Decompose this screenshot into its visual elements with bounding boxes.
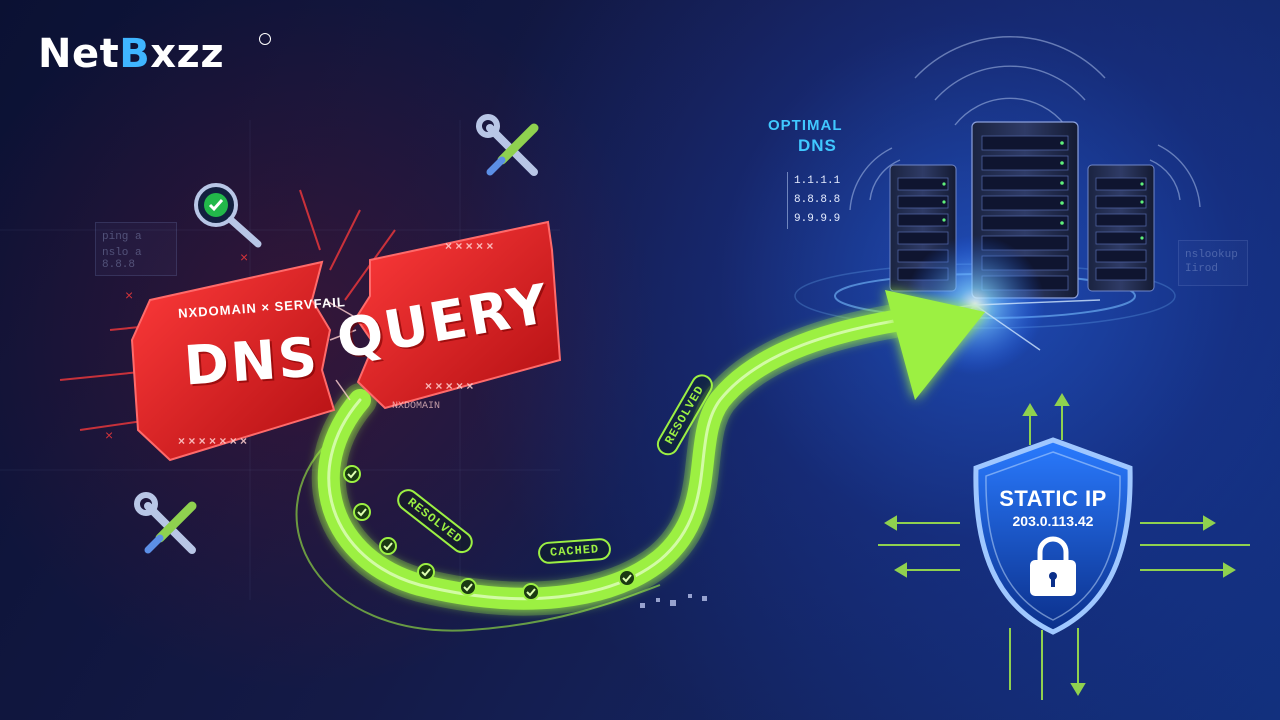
dns-word: DNS	[181, 325, 321, 398]
wrench-screwdriver-icon-2	[134, 492, 197, 554]
ghost-terminal-right: nslookup Iirod	[1178, 240, 1248, 286]
ghost-terminal-right-line2: Iirod	[1185, 263, 1219, 275]
ghost-terminal-left-line2: nslo a 8.8.8	[102, 247, 142, 271]
svg-text:×: ×	[240, 249, 248, 265]
ghost-terminal-left-line1: ping a	[102, 231, 142, 243]
shield-ip-address: 203.0.113.42	[1012, 513, 1094, 529]
svg-text:NXDOMAIN: NXDOMAIN	[392, 401, 440, 412]
ghost-terminal-right-line1: nslookup	[1185, 249, 1238, 261]
ghost-terminal-left: ping a nslo a 8.8.8	[95, 222, 177, 276]
svg-text:× × × × ×: × × × × ×	[425, 379, 473, 393]
dns-server-item: 9.9.9.9	[794, 213, 841, 225]
shield-graphic	[973, 437, 1133, 635]
registered-mark-icon	[259, 33, 271, 45]
shield-title: STATIC IP	[999, 486, 1107, 511]
brand-logo[interactable]: NetBxzz	[38, 34, 224, 74]
checkmark-icon	[343, 465, 636, 601]
magnifier-check-icon	[194, 183, 262, 248]
brand-name-part2: B	[119, 31, 151, 77]
optimal-dns-title-line1: OPTIMAL	[768, 117, 843, 134]
brand-name-part1: Net	[38, 31, 120, 77]
dns-query-sign: × × × × × × × × × × × × × × × × × NXDOMA…	[130, 220, 562, 462]
svg-text:×: ×	[125, 287, 133, 303]
wrench-screwdriver-icon	[476, 114, 539, 176]
svg-text:× × × × × × ×: × × × × × × ×	[178, 434, 247, 448]
svg-text:×: ×	[105, 427, 113, 443]
svg-text:× × × × ×: × × × × ×	[445, 239, 493, 253]
dns-server-list: 1.1.1.1 8.8.8.8 9.9.9.9	[787, 172, 848, 229]
optimal-dns-title-line2: DNS	[798, 136, 837, 155]
dns-server-item: 8.8.8.8	[794, 194, 841, 206]
brand-name-part3: xzz	[150, 31, 225, 77]
padlock-icon	[1030, 536, 1076, 596]
dns-server-item: 1.1.1.1	[794, 175, 841, 187]
